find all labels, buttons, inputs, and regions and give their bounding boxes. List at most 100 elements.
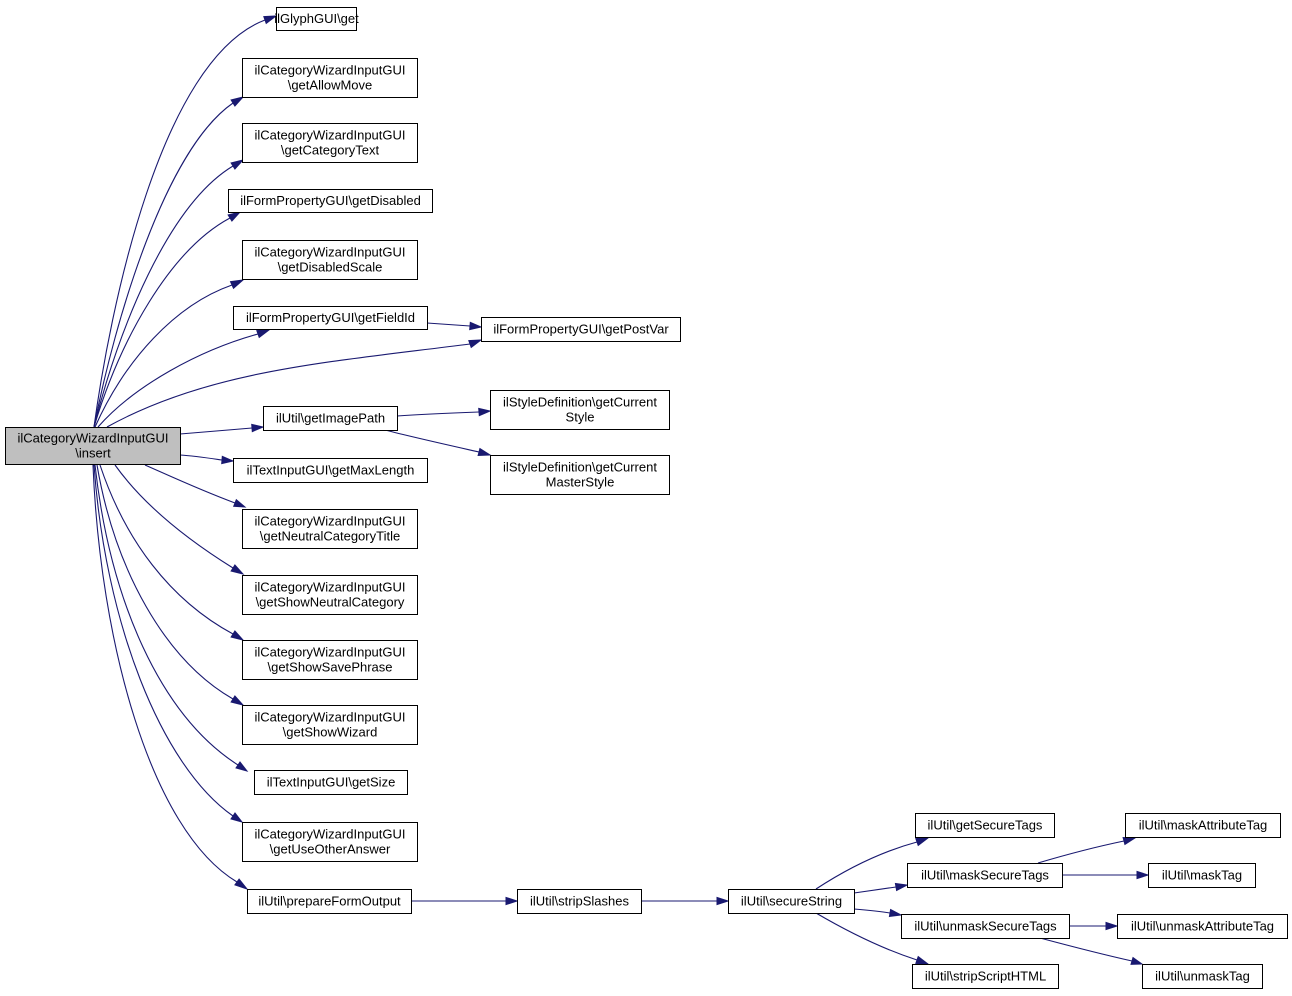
arrowhead	[227, 211, 242, 222]
edge-insert-to-getSize	[94, 464, 249, 772]
edge-line	[92, 464, 238, 883]
node-unmaskTag[interactable]: ilUtil\unmaskTag	[1142, 964, 1263, 989]
node-label-line: ilUtil\maskSecureTags	[921, 868, 1049, 883]
arrowhead	[232, 498, 247, 508]
arrowhead	[469, 321, 483, 331]
node-maskSecureTags[interactable]: ilUtil\maskSecureTags	[907, 863, 1063, 888]
node-getDisabled[interactable]: ilFormPropertyGUI\getDisabled	[228, 189, 433, 213]
node-label-line: MasterStyle	[546, 475, 615, 490]
arrowhead	[888, 908, 903, 918]
node-box	[490, 390, 670, 430]
node-getPostVar[interactable]: ilFormPropertyGUI\getPostVar	[481, 317, 681, 342]
node-label-line: ilUtil\unmaskAttributeTag	[1131, 919, 1274, 934]
node-glyph_get[interactable]: ilGlyphGUI\get	[274, 7, 359, 31]
node-getDisabledScale[interactable]: ilCategoryWizardInputGUI\getDisabledScal…	[242, 240, 418, 280]
node-box	[1142, 964, 1263, 989]
node-box	[517, 889, 642, 914]
node-box	[254, 770, 408, 795]
arrowhead	[477, 447, 492, 457]
edge-getImagePath-to-getCurrentMasterStyle	[384, 429, 492, 457]
arrowhead	[263, 15, 278, 25]
node-stripSlashes[interactable]: ilUtil\stripSlashes	[517, 889, 642, 914]
edge-line	[179, 427, 253, 435]
edge-getImagePath-to-getCurrentStyle	[396, 407, 492, 417]
node-insert[interactable]: ilCategoryWizardInputGUI\insert	[5, 427, 181, 465]
node-box	[1117, 914, 1288, 939]
node-getMaxLength[interactable]: ilTextInputGUI\getMaxLength	[233, 458, 428, 483]
arrowhead	[1136, 870, 1150, 880]
node-getShowNeutralCategory[interactable]: ilCategoryWizardInputGUI\getShowNeutralC…	[242, 575, 418, 615]
edge-line	[93, 165, 234, 428]
node-label-line: ilCategoryWizardInputGUI	[255, 63, 406, 78]
edges-layer	[92, 15, 1150, 965]
edge-insert-to-getPostVar	[106, 339, 483, 428]
node-stripScriptHTML[interactable]: ilUtil\stripScriptHTML	[912, 964, 1059, 989]
edge-insert-to-getAllowMove	[93, 96, 245, 428]
node-box	[915, 813, 1055, 838]
edge-insert-to-getShowNeutralCategory	[114, 464, 245, 575]
node-getFieldId[interactable]: ilFormPropertyGUI\getFieldId	[233, 306, 428, 330]
node-label-line: ilTextInputGUI\getSize	[267, 775, 396, 790]
edge-secureString-to-maskSecureTags	[853, 882, 909, 894]
edge-prepareFormOutput-to-stripSlashes	[410, 896, 519, 906]
node-box	[242, 575, 418, 615]
node-getSize[interactable]: ilTextInputGUI\getSize	[254, 770, 408, 795]
edge-line	[144, 464, 236, 504]
edge-line	[179, 454, 223, 461]
arrowhead	[1122, 836, 1137, 846]
node-getShowSavePhrase[interactable]: ilCategoryWizardInputGUI\getShowSavePhra…	[242, 640, 418, 680]
node-box	[242, 123, 418, 163]
node-getSecureTags[interactable]: ilUtil\getSecureTags	[915, 813, 1055, 838]
edge-insert-to-getMaxLength	[179, 454, 235, 465]
node-prepareFormOutput[interactable]: ilUtil\prepareFormOutput	[247, 889, 412, 914]
node-getImagePath[interactable]: ilUtil\getImagePath	[263, 406, 398, 431]
node-box	[901, 914, 1070, 939]
node-getNeutralCategoryTitle[interactable]: ilCategoryWizardInputGUI\getNeutralCateg…	[242, 509, 418, 549]
edge-insert-to-getNeutralCategoryTitle	[144, 464, 247, 508]
edge-line	[93, 217, 231, 428]
node-box	[481, 317, 681, 342]
edge-secureString-to-unmaskSecureTags	[853, 908, 903, 918]
node-label-line: \insert	[75, 446, 111, 461]
node-box	[263, 406, 398, 431]
node-box	[242, 240, 418, 280]
node-getShowWizard[interactable]: ilCategoryWizardInputGUI\getShowWizard	[242, 705, 418, 745]
edge-getFieldId-to-getPostVar	[426, 321, 483, 331]
node-box	[233, 458, 428, 483]
node-getUseOtherAnswer[interactable]: ilCategoryWizardInputGUI\getUseOtherAnsw…	[242, 822, 418, 862]
node-box	[242, 640, 418, 680]
edge-line	[853, 908, 891, 914]
edge-insert-to-getImagePath	[179, 423, 265, 435]
arrowhead	[716, 896, 730, 906]
node-label-line: ilCategoryWizardInputGUI	[255, 580, 406, 595]
node-maskAttributeTag[interactable]: ilUtil\maskAttributeTag	[1125, 813, 1281, 838]
arrowhead	[230, 812, 244, 823]
edge-line	[94, 284, 233, 428]
node-box	[907, 863, 1063, 888]
node-box	[242, 822, 418, 862]
edge-maskSecureTags-to-maskTag	[1062, 870, 1150, 880]
arrowhead	[230, 96, 245, 107]
arrowhead	[256, 329, 271, 339]
node-box	[228, 189, 433, 213]
node-unmaskSecureTags[interactable]: ilUtil\unmaskSecureTags	[901, 914, 1070, 939]
node-box	[233, 306, 428, 330]
node-getCategoryText[interactable]: ilCategoryWizardInputGUI\getCategoryText	[242, 123, 418, 163]
node-label-line: ilUtil\prepareFormOutput	[258, 894, 401, 909]
arrowhead	[1105, 921, 1119, 931]
arrowhead	[915, 837, 930, 847]
node-label-line: \getAllowMove	[288, 78, 373, 93]
node-getAllowMove[interactable]: ilCategoryWizardInputGUI\getAllowMove	[242, 58, 418, 98]
node-label-line: ilUtil\stripScriptHTML	[925, 969, 1046, 984]
node-maskTag[interactable]: ilUtil\maskTag	[1148, 863, 1256, 888]
arrowhead	[234, 878, 249, 891]
node-secureString[interactable]: ilUtil\secureString	[728, 889, 855, 914]
node-box	[912, 964, 1059, 989]
node-unmaskAttributeTag[interactable]: ilUtil\unmaskAttributeTag	[1117, 914, 1288, 939]
edge-line	[93, 464, 234, 817]
edge-line	[396, 411, 480, 417]
node-label-line: ilUtil\unmaskTag	[1155, 969, 1250, 984]
